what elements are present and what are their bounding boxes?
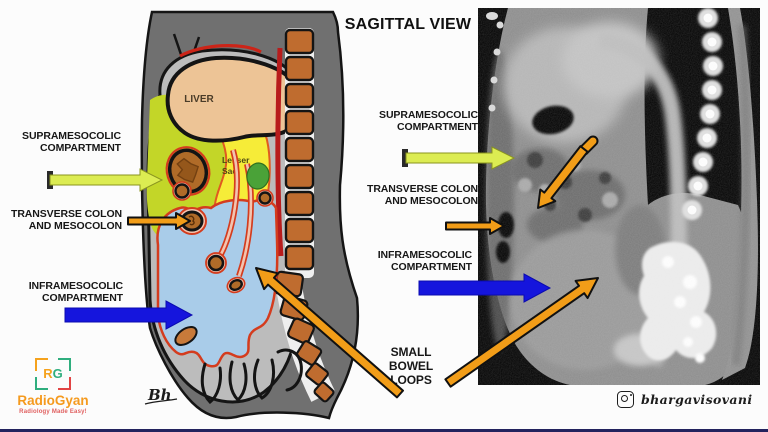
pancreas	[246, 162, 270, 190]
instagram-icon	[617, 391, 634, 408]
aorta-line	[275, 47, 284, 257]
logo-tagline: Radiology Made Easy!	[19, 409, 87, 415]
logo-monogram: RG	[43, 366, 63, 381]
bottom-border-bar	[0, 429, 768, 432]
transverse-colon	[177, 207, 207, 235]
lesser-sac-label-2: Sac	[222, 166, 237, 176]
instagram-handle: bhargavisovani	[641, 392, 753, 407]
label-inframesocolic-right: INFRAMESOCOLIC COMPARTMENT	[377, 249, 472, 274]
liver-label: LIVER	[184, 94, 214, 105]
small-bowel-loop	[226, 276, 246, 294]
logo-corner	[35, 358, 48, 371]
ct-scan-image	[478, 8, 760, 385]
label-small-bowel-loops: SMALL BOWEL LOOPS	[388, 345, 434, 388]
anatomy-illustration: Lesser Sac LIVER	[140, 10, 360, 420]
logo-corner	[35, 377, 48, 390]
artist-signature: Bh	[147, 386, 172, 404]
radiogyan-logo: RG RadioGyan Radiology Made Easy!	[10, 358, 96, 415]
stomach	[165, 146, 211, 196]
label-inframesocolic-left: INFRAMESOCOLIC COMPARTMENT	[28, 280, 123, 305]
label-transverse-left: TRANSVERSE COLON AND MESOCOLON	[11, 208, 122, 233]
label-transverse-right: TRANSVERSE COLON AND MESOCOLON	[367, 183, 478, 208]
logo-corner	[58, 377, 71, 390]
instagram-credit: bhargavisovani	[617, 391, 753, 408]
small-bowel-loop	[205, 252, 227, 274]
logo-name: RadioGyan	[17, 393, 89, 408]
signature-underline	[144, 398, 178, 405]
logo-corner	[58, 358, 71, 371]
peritoneum-line	[179, 44, 262, 58]
label-supramesocolic-right: SUPRAMESOCOLIC COMPARTMENT	[379, 109, 478, 134]
logo-monogram-frame: RG	[35, 358, 71, 390]
page-title: SAGITTAL VIEW	[344, 16, 472, 33]
label-supramesocolic-left: SUPRAMESOCOLIC COMPARTMENT	[22, 130, 121, 155]
pubic-bone	[174, 326, 198, 346]
